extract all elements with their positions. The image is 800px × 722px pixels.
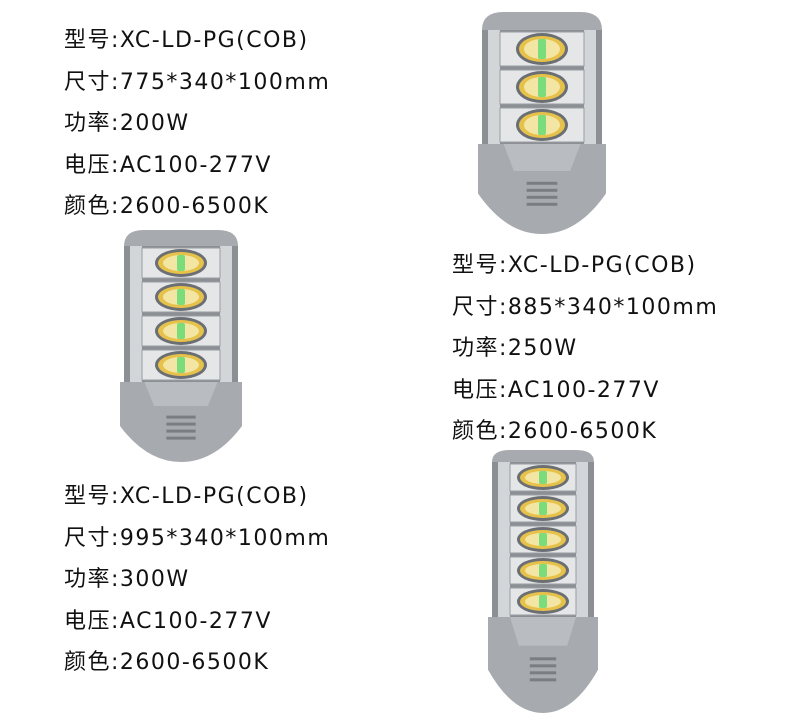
spec-block-250w: 型号:XC-LD-PG(COB) 尺寸:885*340*100mm 功率:250… — [452, 245, 718, 453]
vent-slot — [529, 657, 557, 661]
spec-power: 功率:250W — [452, 336, 578, 361]
street-light-200w-image — [478, 8, 606, 234]
vent-slot — [526, 195, 558, 199]
lamp-base — [120, 382, 242, 462]
spec-voltage: 电压:AC100-277V — [64, 152, 272, 178]
led-module — [141, 349, 221, 381]
led-module — [141, 281, 221, 313]
vent-slot — [166, 422, 196, 426]
lamp-left-rail — [488, 30, 500, 144]
spec-block-300w: 型号:XC-LD-PG(COB) 尺寸:995*340*100mm 功率:300… — [64, 476, 330, 684]
lamp-right-rail — [584, 30, 596, 144]
lamp-top-cap — [492, 450, 594, 462]
lamp-left-rail — [498, 462, 510, 617]
spec-power: 功率:200W — [64, 111, 190, 136]
vent-slot — [529, 678, 557, 682]
spec-size: 尺寸:885*340*100mm — [452, 294, 719, 320]
spec-model: 型号:XC-LD-PG(COB) — [452, 253, 697, 278]
vent-slot — [526, 188, 558, 192]
spec-power: 功率:300W — [64, 567, 190, 592]
lamp-right-rail — [576, 462, 588, 617]
spec-color: 颜色:2600-6500K — [64, 194, 270, 219]
vent-slot — [166, 429, 196, 433]
led-module — [499, 31, 585, 67]
lamp-drawing — [120, 230, 242, 462]
vent-slot — [526, 181, 558, 185]
vent-slot — [166, 415, 196, 419]
spec-size: 尺寸:775*340*100mm — [64, 69, 331, 95]
street-light-250w-image — [120, 226, 242, 462]
lamp-drawing — [478, 12, 606, 234]
spec-voltage: 电压:AC100-277V — [452, 377, 660, 403]
led-module — [509, 556, 577, 585]
led-module — [509, 463, 577, 492]
lamp-left-rail — [130, 246, 142, 382]
led-module — [499, 107, 585, 143]
vent-slot — [529, 664, 557, 668]
spec-size: 尺寸:995*340*100mm — [64, 525, 331, 551]
lamp-top-cap — [482, 12, 602, 30]
led-module — [141, 247, 221, 279]
spec-model: 型号:XC-LD-PG(COB) — [64, 484, 309, 509]
spec-voltage: 电压:AC100-277V — [64, 608, 272, 634]
spec-color: 颜色:2600-6500K — [452, 419, 658, 444]
spec-color: 颜色:2600-6500K — [64, 650, 270, 675]
lamp-drawing — [488, 450, 598, 713]
vent-slot — [526, 202, 558, 206]
street-light-300w-image — [488, 446, 598, 713]
led-module — [141, 315, 221, 347]
led-module — [509, 525, 577, 554]
vent-slot — [529, 671, 557, 675]
spec-model: 型号:XC-LD-PG(COB) — [64, 28, 309, 53]
lamp-top-cap — [124, 230, 238, 246]
led-module — [499, 69, 585, 105]
spec-block-200w: 型号:XC-LD-PG(COB) 尺寸:775*340*100mm 功率:200… — [64, 20, 330, 228]
led-module — [509, 587, 577, 616]
vent-slot — [166, 436, 196, 440]
lamp-right-rail — [220, 246, 232, 382]
led-module — [509, 494, 577, 523]
